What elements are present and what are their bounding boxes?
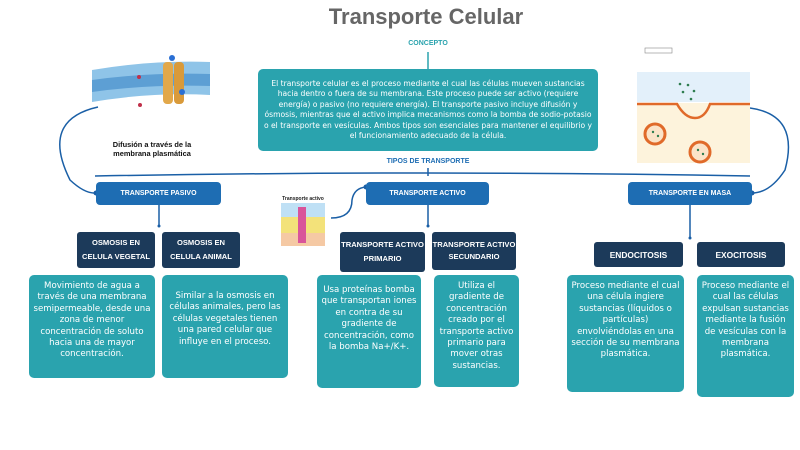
connector-types (94, 172, 751, 177)
types-label: TIPOS DE TRANSPORTE (386, 158, 470, 165)
page-title: Transporte Celular (328, 4, 524, 29)
activo-secundario-desc: Utiliza el gradiente de concentración cr… (434, 275, 519, 387)
exocitosis-desc: Proceso mediante el cual las células exp… (697, 275, 794, 397)
active-transport-image (281, 203, 325, 246)
concept-label: CONCEPTO (408, 40, 448, 47)
endocytosis-image (637, 47, 750, 164)
endocitosis-title: ENDOCITOSIS (594, 242, 683, 267)
exocitosis-title: EXOCITOSIS (697, 242, 785, 267)
membrane-diffusion-image (92, 55, 210, 107)
active-image-caption: Transporte activo (282, 196, 324, 202)
osmosis-animal-title: OSMOSIS EN CELULA ANIMAL (162, 232, 240, 268)
endocitosis-desc: Proceso mediante el cual una célula ingi… (567, 275, 684, 392)
curve-right (749, 107, 790, 194)
osmosis-vegetal-title: OSMOSIS EN CELULA VEGETAL (77, 232, 155, 268)
osmosis-animal-desc: Similar a la osmosis en células animales… (162, 275, 288, 378)
osmosis-vegetal-desc: Movimiento de agua a través de una membr… (29, 275, 155, 378)
curve-left (59, 106, 99, 194)
transporte-activo-node[interactable]: TRANSPORTE ACTIVO (366, 182, 489, 205)
concept-box: El transporte celular es el proceso medi… (258, 69, 598, 151)
transporte-pasivo-node[interactable]: TRANSPORTE PASIVO (96, 182, 221, 205)
curve-middle (330, 186, 367, 219)
activo-secundario-title: TRANSPORTE ACTIVO SECUNDARIO (432, 232, 516, 270)
activo-primario-title: TRANSPORTE ACTIVO PRIMARIO (340, 232, 425, 272)
transporte-masa-node[interactable]: TRANSPORTE EN MASA (628, 182, 752, 205)
activo-primario-desc: Usa proteínas bomba que transportan ione… (317, 275, 421, 388)
diffusion-image-caption: Difusión a través de la membrana plasmát… (112, 140, 192, 158)
